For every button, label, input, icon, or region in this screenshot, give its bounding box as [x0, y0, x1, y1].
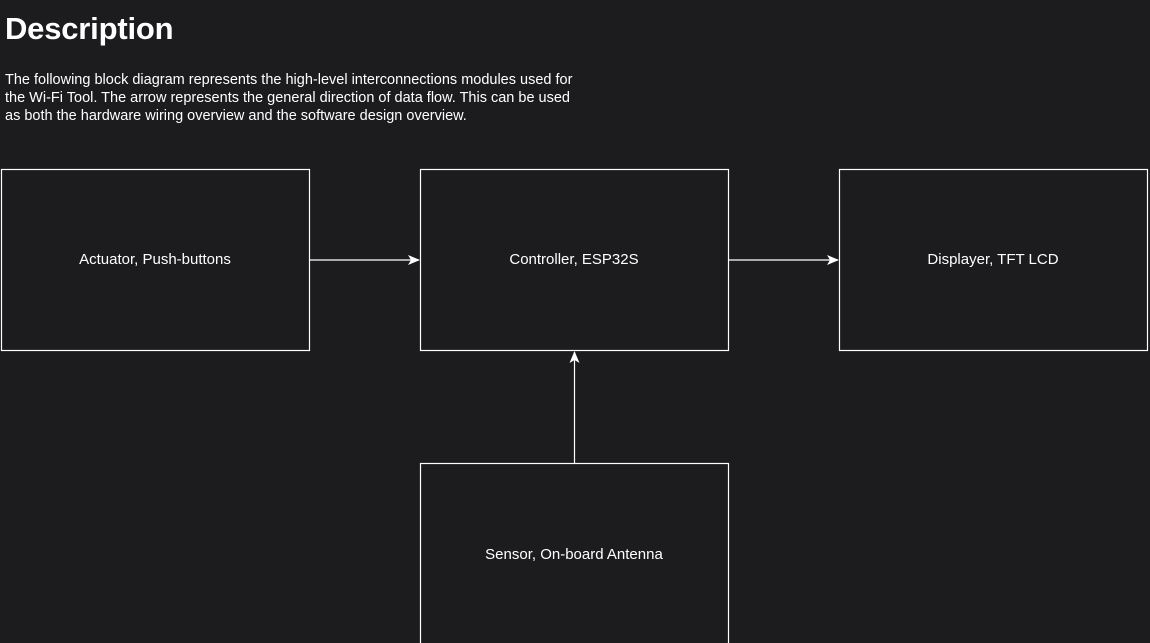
block-controller-label: Controller, ESP32S [509, 251, 638, 268]
block-displayer-label: Displayer, TFT LCD [927, 251, 1058, 268]
page-title: Description [5, 11, 174, 46]
description-line: as both the hardware wiring overview and… [5, 108, 467, 124]
description-line: the Wi-Fi Tool. The arrow represents the… [5, 90, 570, 106]
block-sensor-label: Sensor, On-board Antenna [485, 546, 663, 563]
block-controller: Controller, ESP32S [419, 168, 730, 352]
description-line: The following block diagram represents t… [5, 72, 573, 88]
block-actuator: Actuator, Push-buttons [0, 168, 311, 352]
block-actuator-label: Actuator, Push-buttons [79, 251, 231, 268]
block-sensor: Sensor, On-board Antenna [419, 462, 730, 643]
block-displayer: Displayer, TFT LCD [838, 168, 1149, 352]
description-paragraph: The following block diagram represents t… [5, 71, 670, 125]
